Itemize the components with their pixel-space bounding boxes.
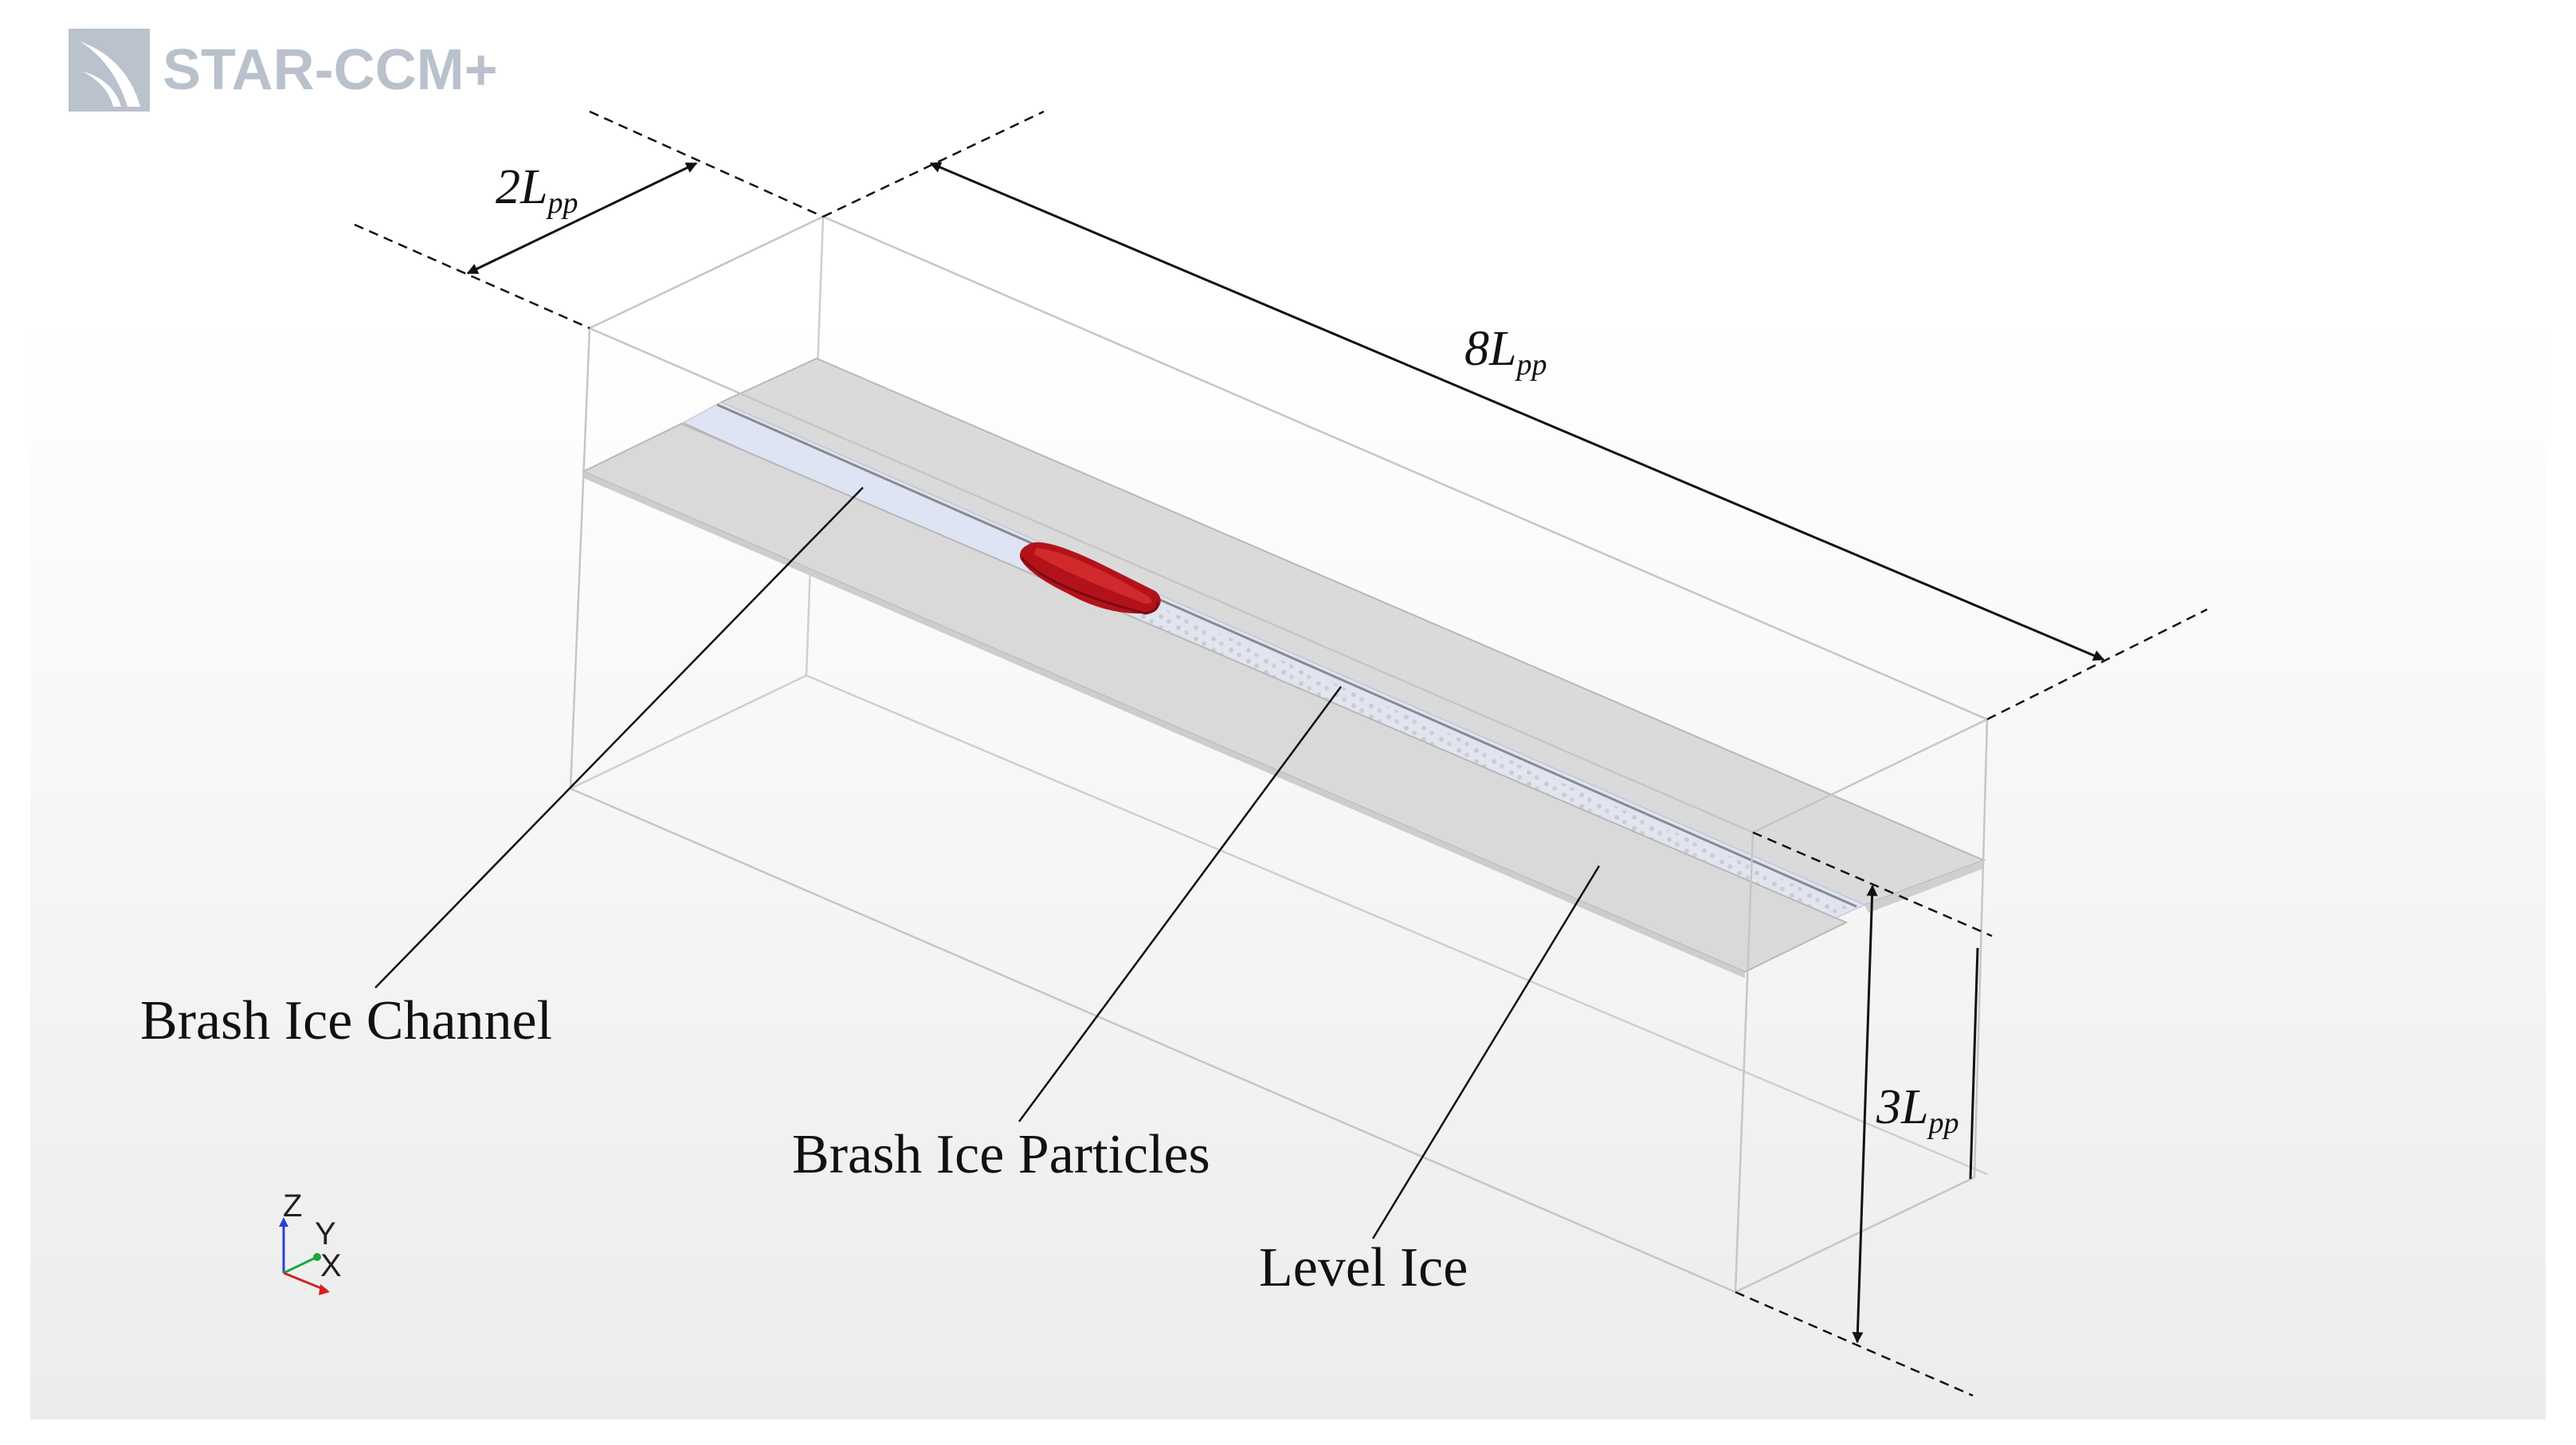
- svg-text:3Lpp: 3Lpp: [1876, 1080, 1958, 1140]
- y-axis-label: Y: [315, 1216, 336, 1251]
- depth-dimension: 3Lpp: [1735, 831, 1993, 1397]
- svg-text:2Lpp: 2Lpp: [496, 160, 578, 220]
- level-ice-leader: [1371, 865, 1601, 1239]
- star-ccm-logo: STAR-CCM+: [69, 29, 498, 112]
- depth-dimension-subscript: pp: [1926, 1106, 1958, 1140]
- length-dimension-label: 8L: [1464, 322, 1516, 376]
- y-axis-icon: [283, 1255, 318, 1275]
- width-dimension-label: 2L: [496, 160, 547, 214]
- brash-ice-particles-label: Brash Ice Particles: [792, 1124, 1210, 1185]
- length-dimension-arrow: [929, 162, 2105, 661]
- brash-ice-channel-leader: [374, 487, 864, 989]
- length-dimension: 8Lpp: [822, 110, 2208, 721]
- callout-leaders: [374, 487, 1601, 1239]
- star-ccm-sail-logo-icon: [69, 29, 150, 112]
- brash-ice-particles-leader: [1017, 686, 1343, 1122]
- axis-triad: Z Y X: [279, 1189, 342, 1295]
- depth-dimension-arrow: [1852, 884, 1878, 1344]
- x-axis-icon: [283, 1271, 327, 1292]
- logo-text: STAR-CCM+: [163, 38, 498, 102]
- depth-dimension-label: 3L: [1876, 1080, 1928, 1134]
- svg-text:8Lpp: 8Lpp: [1464, 322, 1547, 382]
- width-dimension-arrow: [466, 162, 698, 275]
- length-dimension-subscript: pp: [1514, 348, 1547, 382]
- level-ice-label: Level Ice: [1259, 1237, 1468, 1298]
- z-axis-label: Z: [283, 1189, 302, 1224]
- brash-ice-channel-label: Brash Ice Channel: [140, 990, 552, 1051]
- width-dimension: 2Lpp: [354, 110, 824, 330]
- x-axis-label: X: [320, 1248, 342, 1283]
- width-dimension-subscript: pp: [545, 186, 578, 220]
